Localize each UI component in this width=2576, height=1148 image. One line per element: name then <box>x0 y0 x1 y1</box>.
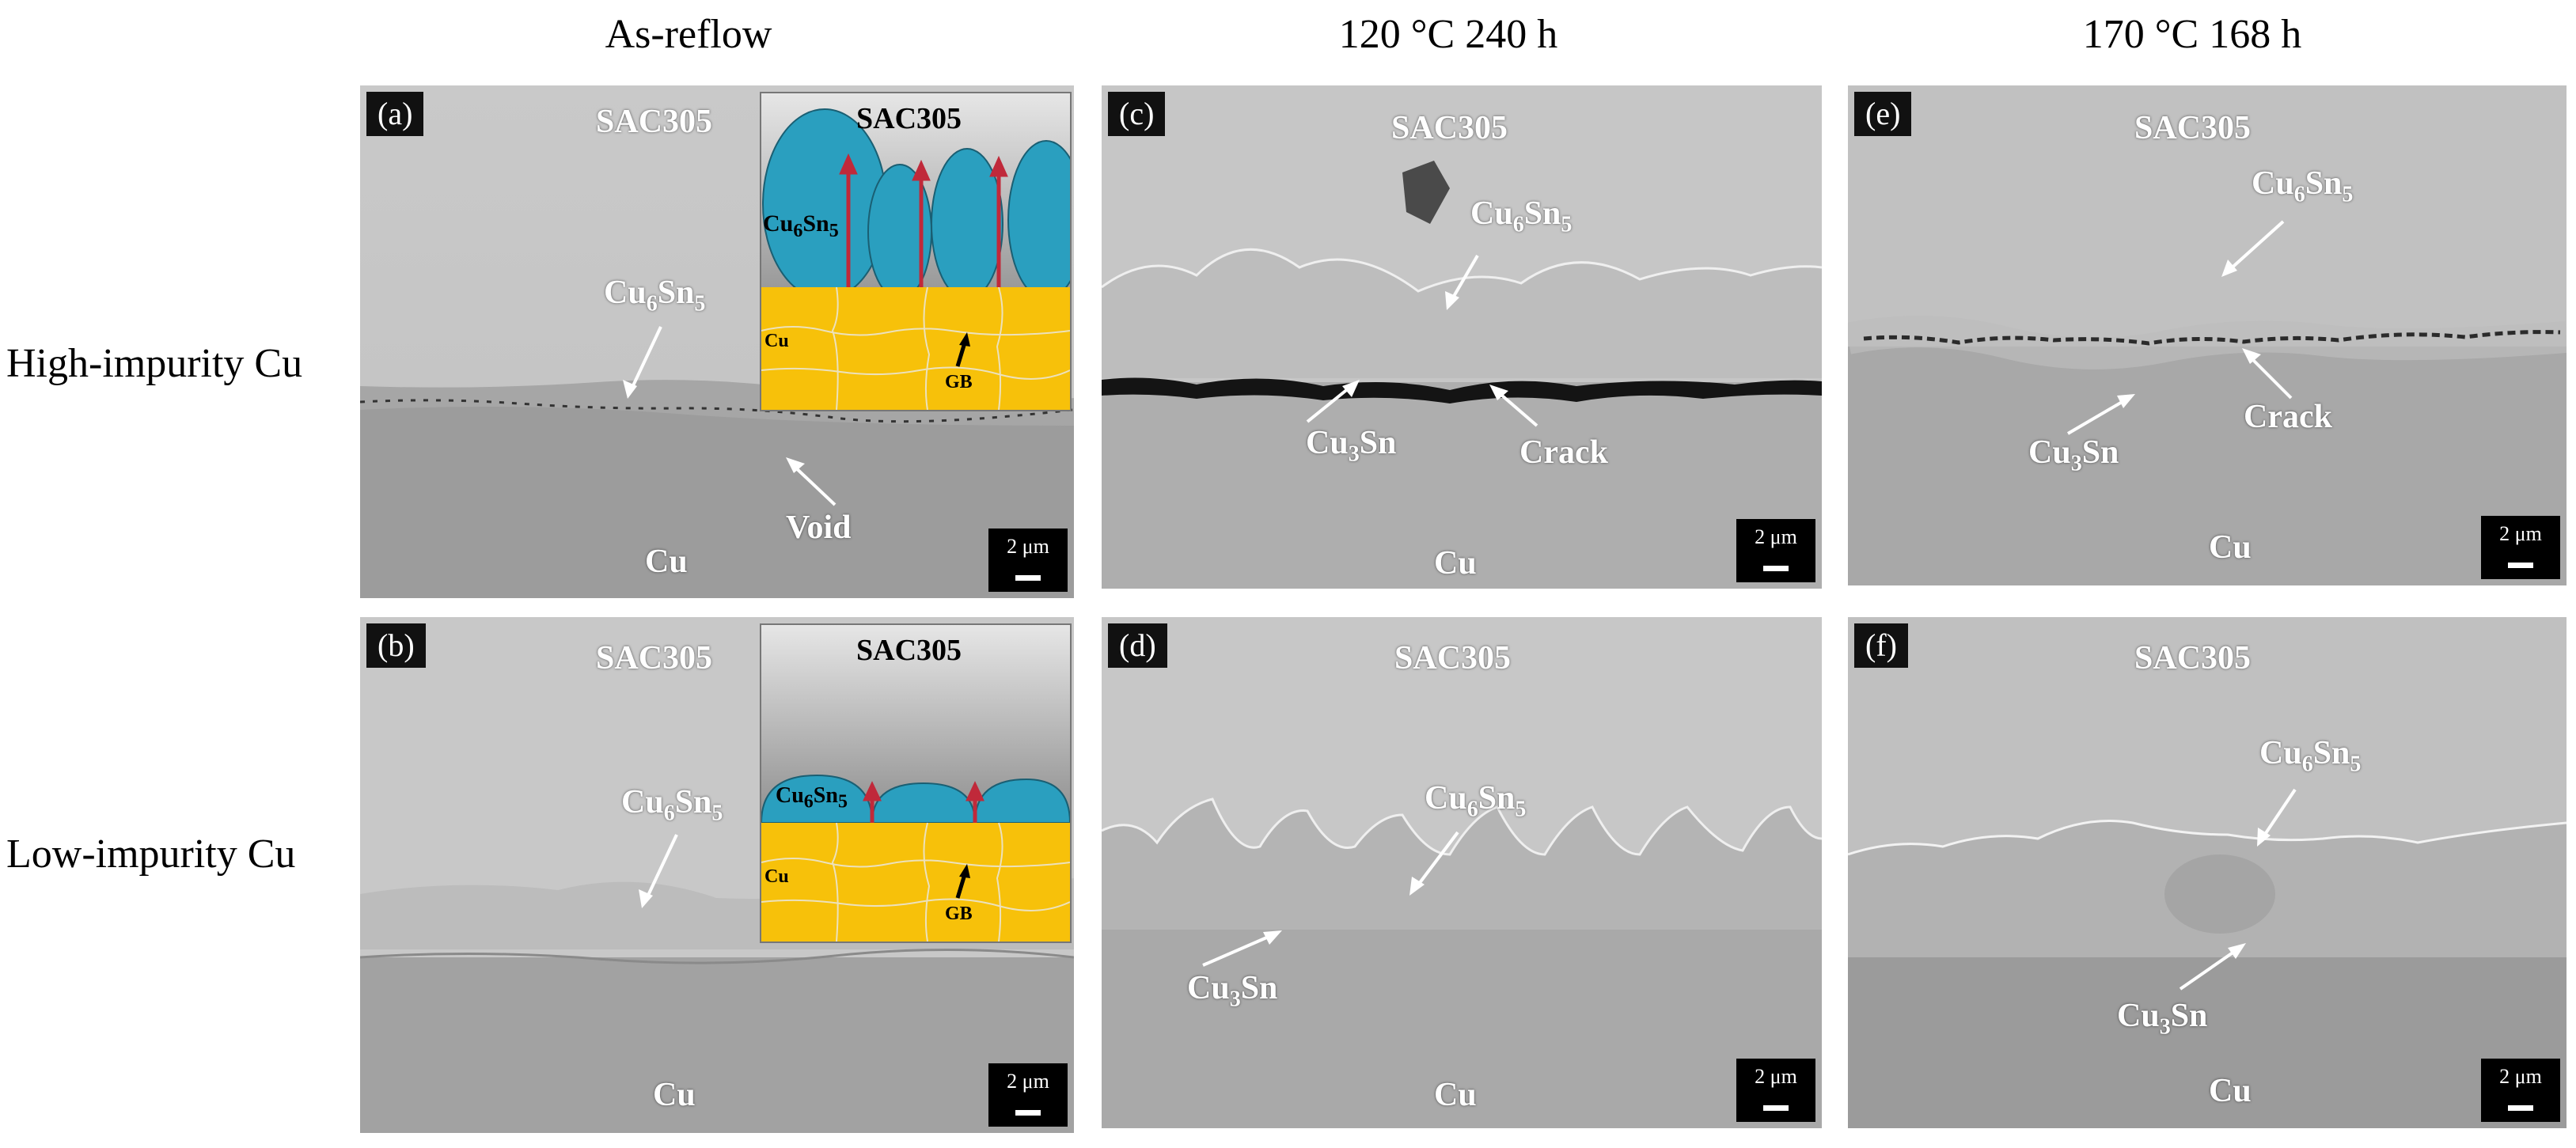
label-crack-e: Crack <box>2244 399 2332 435</box>
label-cu6sn5-f: Cu6Sn5 <box>2259 735 2362 777</box>
panel-label-e: (e) <box>1854 92 1912 136</box>
schematic-drawing-a <box>761 93 1070 410</box>
inset-sac305-b: SAC305 <box>856 634 962 667</box>
panel-label-c: (c) <box>1108 92 1166 136</box>
inset-gb-b: GB <box>945 904 973 924</box>
column-title-as-reflow: As-reflow <box>605 12 772 57</box>
inset-cu-b: Cu <box>764 866 789 887</box>
scale-bar-d: 2 μm <box>1736 1059 1815 1122</box>
panel-label-b: (b) <box>366 623 426 668</box>
panel-c: (c) SAC305 Cu6Sn5 Cu3Sn Crack Cu 2 μm <box>1102 85 1822 589</box>
label-cu-f: Cu <box>2209 1073 2252 1109</box>
sem-image-c <box>1102 85 1822 589</box>
label-sac305-c: SAC305 <box>1391 110 1508 146</box>
label-cu-c: Cu <box>1434 545 1477 582</box>
label-cu6sn5-b: Cu6Sn5 <box>621 784 723 826</box>
scale-bar-b: 2 μm <box>988 1063 1068 1127</box>
label-crack-c: Crack <box>1519 434 1608 471</box>
scale-bar-a: 2 μm <box>988 529 1068 592</box>
panel-label-d: (d) <box>1108 623 1167 668</box>
label-cu6sn5-c: Cu6Sn5 <box>1470 195 1573 237</box>
panel-a: (a) SAC305 Cu6Sn5 Void Cu 2 μm <box>360 85 1074 598</box>
label-cu6sn5-d: Cu6Sn5 <box>1425 780 1527 822</box>
row-label-high-impurity: High-impurity Cu <box>6 341 303 386</box>
row-label-low-impurity: Low-impurity Cu <box>6 832 296 877</box>
inset-cu6sn5-b: Cu6Sn5 <box>776 783 848 813</box>
panel-f: (f) SAC305 Cu6Sn5 Cu3Sn Cu 2 μm <box>1848 617 2567 1128</box>
panel-b: (b) SAC305 Cu6Sn5 Cu 2 μm <box>360 617 1074 1133</box>
inset-gb-a: GB <box>945 372 973 392</box>
label-sac305-b: SAC305 <box>596 640 713 676</box>
label-cu3sn-f: Cu3Sn <box>2117 998 2208 1040</box>
label-cu3sn-e: Cu3Sn <box>2028 434 2119 476</box>
label-cu-a: Cu <box>645 544 688 580</box>
panel-label-a: (a) <box>366 92 424 136</box>
sem-image-d <box>1102 617 1822 1128</box>
label-cu6sn5-e: Cu6Sn5 <box>2252 165 2354 207</box>
sem-image-e <box>1848 85 2567 585</box>
label-sac305-e: SAC305 <box>2134 110 2252 146</box>
sem-image-f <box>1848 617 2567 1128</box>
scale-bar-f: 2 μm <box>2481 1059 2560 1122</box>
label-cu6sn5-a: Cu6Sn5 <box>604 275 706 316</box>
panel-label-f: (f) <box>1854 623 1908 668</box>
label-sac305-a: SAC305 <box>596 104 713 140</box>
scale-bar-e: 2 μm <box>2481 516 2560 579</box>
label-cu-e: Cu <box>2209 529 2252 566</box>
inset-cu-a: Cu <box>764 331 789 351</box>
label-void-a: Void <box>786 510 852 546</box>
schematic-drawing-b <box>761 625 1070 942</box>
column-title-120c: 120 °C 240 h <box>1338 12 1558 57</box>
label-sac305-f: SAC305 <box>2134 640 2252 676</box>
scale-bar-c: 2 μm <box>1736 519 1815 582</box>
inset-sac305-a: SAC305 <box>856 102 962 135</box>
inset-schematic-b: SAC305 Cu6Sn5 Cu GB <box>760 623 1072 943</box>
label-cu-b: Cu <box>653 1077 696 1113</box>
column-title-170c: 170 °C 168 h <box>2082 12 2302 57</box>
label-cu3sn-c: Cu3Sn <box>1306 425 1397 467</box>
panel-e: (e) SAC305 Cu6Sn5 Crack Cu3Sn Cu 2 μm <box>1848 85 2567 585</box>
inset-schematic-a: SAC305 Cu6Sn5 Cu GB <box>760 92 1072 411</box>
label-sac305-d: SAC305 <box>1394 640 1512 676</box>
inset-cu6sn5-a: Cu6Sn5 <box>763 210 839 241</box>
panel-d: (d) SAC305 Cu6Sn5 Cu3Sn Cu 2 μm <box>1102 617 1822 1128</box>
label-cu3sn-d: Cu3Sn <box>1187 970 1278 1012</box>
label-cu-d: Cu <box>1434 1077 1477 1113</box>
